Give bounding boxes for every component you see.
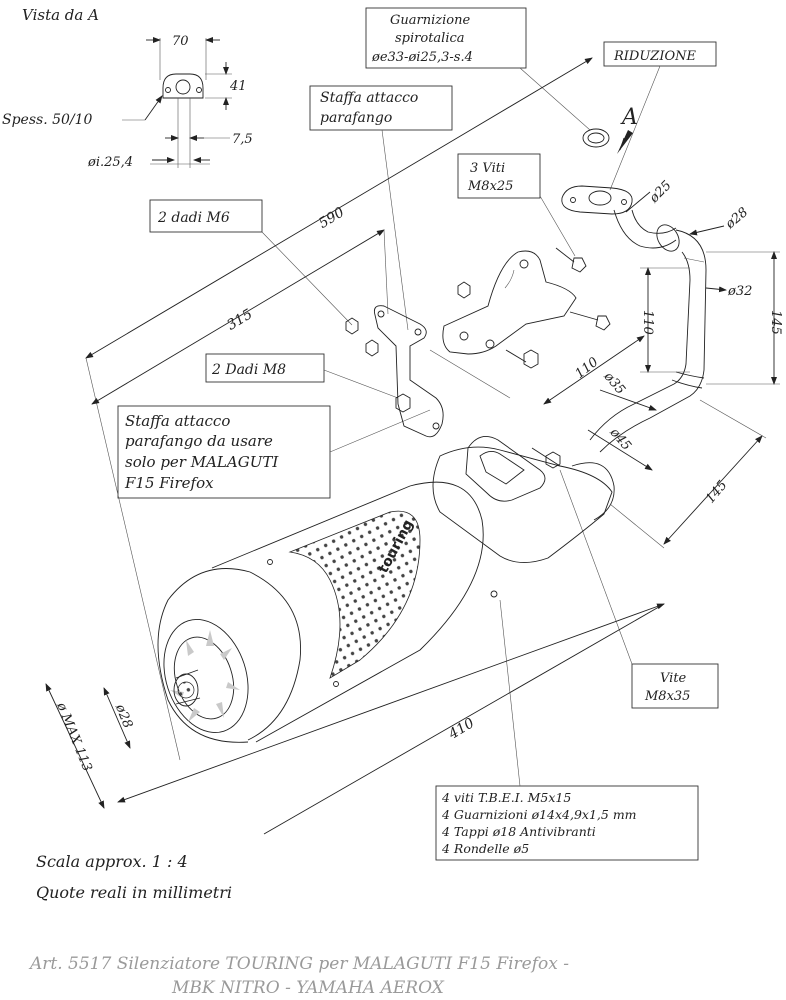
dim-7-5: 7,5 (232, 132, 253, 147)
units-note: Quote reali in millimetri (36, 883, 232, 902)
header-pipe (589, 209, 707, 453)
nuts-m8 (395, 349, 539, 413)
dim-145-right: 145 (768, 310, 783, 335)
dim-145-lower: 145 (703, 478, 730, 507)
scale-notes: Scala approx. 1 : 4 Quote reali in milli… (36, 852, 232, 902)
arrow-view-a: A (617, 105, 638, 154)
nuts-m6-label: 2 dadi M6 (157, 210, 230, 226)
spess-label: Spess. 50/10 (2, 112, 93, 128)
dim-110-diagonal: 110 (573, 355, 602, 382)
kit-line-2: 4 Guarnizioni ø14x4,9x1,5 mm (441, 807, 637, 822)
dim-25: ø25 (646, 178, 675, 207)
dim-35: ø35 (600, 369, 628, 398)
article-title: Art. 5517 Silenziatore TOURING per MALAG… (28, 954, 569, 998)
kit-line-3: 4 Tappi ø18 Antivibranti (441, 824, 596, 839)
dim-inner-25-4: øi.25,4 (87, 155, 133, 170)
mounting-plate (429, 250, 577, 399)
malaguti-bracket-callout: Staffa attacco parafango da usare solo p… (117, 405, 431, 499)
dim-410: 410 (445, 715, 477, 743)
dim-outlet-28: ø28 (112, 701, 135, 730)
dim-max-113: ø MAX 113 (53, 700, 95, 774)
dim-28-top: ø28 (722, 205, 751, 233)
malaguti-bracket-label-2: parafango da usare (125, 432, 273, 450)
fender-bracket-label-2: parafango (320, 110, 392, 126)
malaguti-bracket-label-4: F15 Firefox (124, 474, 214, 492)
gasket-label-2: spirotalica (395, 31, 465, 46)
article-title-line-1: Art. 5517 Silenziatore TOURING per MALAG… (28, 954, 569, 974)
nuts-m8-callout: 2 Dadi M8 (205, 353, 399, 399)
fender-bracket (373, 305, 444, 438)
kit-line-1: 4 viti T.B.E.I. M5x15 (441, 790, 571, 805)
arrow-a-label: A (620, 105, 638, 130)
dim-315: 315 (224, 306, 255, 334)
dim-41: 41 (229, 79, 247, 94)
screws-m8-callout: 3 Viti M8x25 (457, 153, 576, 257)
reduction-callout: RIDUZIONE (603, 41, 717, 191)
flange (561, 185, 633, 215)
gasket-label-3: øe33-øi25,3-s.4 (371, 50, 473, 65)
malaguti-bracket-label-1: Staffa attacco (125, 412, 230, 430)
dim-590: 590 (316, 204, 347, 232)
dim-70: 70 (172, 34, 189, 49)
screw-m8x35-callout: Vite M8x35 (559, 469, 719, 709)
view-a-detail: Vista da A 70 41 7,5 øi.25,4 Spess. 50/1… (2, 6, 253, 170)
view-a-label: Vista da A (22, 6, 99, 24)
kit-line-4: 4 Rondelle ø5 (441, 841, 529, 856)
screws-m8-label-2: M8x25 (467, 179, 513, 194)
gasket-label-1: Guarnizione (390, 13, 470, 28)
screws-m8-label-1: 3 Viti (470, 161, 505, 176)
malaguti-bracket-label-3: solo per MALAGUTI (125, 453, 279, 471)
fender-bracket-label-1: Staffa attacco (320, 90, 418, 106)
dim-32: ø32 (727, 284, 752, 299)
screw-m8x35-label-1: Vite (660, 671, 687, 686)
spiral-gasket (582, 128, 610, 148)
screw-m8x35-label-2: M8x35 (644, 689, 690, 704)
reduction-label: RIDUZIONE (613, 49, 697, 64)
nuts-m8-label: 2 Dadi M8 (211, 362, 286, 378)
article-title-line-2: MBK NITRO - YAMAHA AEROX (171, 978, 445, 998)
screws-m8x25 (505, 247, 611, 363)
dim-110-vertical: 110 (640, 310, 655, 335)
nuts-m6 (345, 281, 471, 357)
scale-note: Scala approx. 1 : 4 (36, 852, 188, 871)
